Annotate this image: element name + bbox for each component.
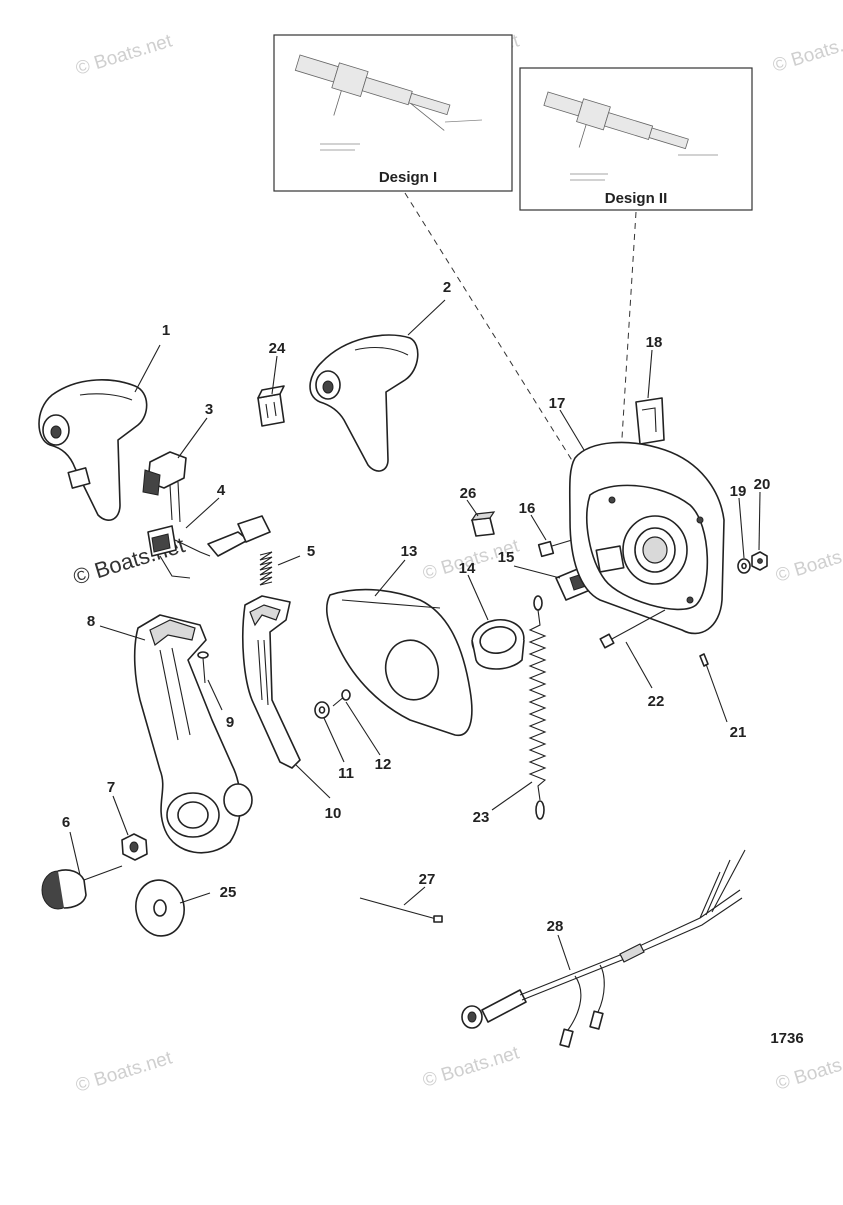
design-2-thumbnail: [543, 91, 689, 150]
inset-design-1: Design I: [273, 34, 513, 192]
figure-id: 1736: [770, 1030, 803, 1047]
callout-5: 5: [307, 543, 315, 560]
cover-icon: [325, 588, 473, 737]
callout-27: 27: [419, 871, 436, 888]
washer-icon: [314, 701, 330, 719]
callout-13: 13: [401, 543, 418, 560]
housing-icon: [568, 441, 725, 635]
lever-icon: [241, 595, 301, 769]
design-2-label: Design II: [605, 190, 668, 207]
handle-right-icon: [309, 334, 419, 472]
callout-7: 7: [107, 779, 115, 796]
callout-25: 25: [220, 884, 237, 901]
callout-2: 2: [443, 279, 451, 296]
washer-icon: [737, 558, 751, 574]
callout-3: 3: [205, 401, 213, 418]
washer-icon: [135, 879, 185, 937]
bushing-icon: [471, 618, 525, 670]
callout-1: 1: [162, 322, 170, 339]
callout-22: 22: [648, 693, 665, 710]
callout-11: 11: [338, 765, 354, 782]
nut-icon: [751, 551, 768, 571]
callout-14: 14: [459, 560, 476, 577]
design-1-reference-line: [404, 192, 579, 471]
callout-10: 10: [325, 805, 342, 822]
screw-icon: [332, 689, 351, 707]
cable-tie-icon: [359, 897, 443, 923]
callout-28: 28: [547, 918, 564, 935]
design-1-legend-lines: [320, 119, 483, 151]
watermark-bottom-right: © Boats.net: [773, 1045, 843, 1094]
callout-numbers: 1 2 3 4 5 6 7 8 9 10 11 12 13 14 15 16 1…: [62, 279, 771, 935]
callout-17: 17: [549, 395, 566, 412]
knob-icon: [41, 865, 123, 910]
design-1-label: Design I: [379, 169, 437, 186]
callout-9: 9: [226, 714, 234, 731]
callout-4: 4: [217, 482, 226, 499]
watermark-bottom-left: © Boats.net: [73, 1047, 175, 1096]
spring-icon: [259, 551, 273, 586]
design-2-reference-line: [621, 211, 637, 439]
callout-18: 18: [646, 334, 663, 351]
screw-icon: [197, 651, 209, 684]
callout-23: 23: [473, 809, 490, 826]
callout-16: 16: [519, 500, 536, 517]
callout-20: 20: [754, 476, 771, 493]
watermark-bottom-center: © Boats.net: [420, 1042, 522, 1091]
watermark-top-right: © Boats.net: [770, 27, 843, 76]
callout-15: 15: [498, 549, 515, 566]
pin-icon: [699, 653, 709, 667]
callout-21: 21: [730, 724, 747, 741]
connector-icon: [147, 515, 271, 579]
callout-19: 19: [730, 483, 747, 500]
callout-12: 12: [375, 756, 392, 773]
pad-icon: [470, 511, 496, 537]
bolt-icon: [537, 539, 573, 558]
callout-26: 26: [460, 485, 477, 502]
inset-design-2: Design II: [519, 67, 753, 211]
callout-6: 6: [62, 814, 70, 831]
design-1-thumbnail: [294, 54, 451, 131]
bolt-icon: [599, 609, 666, 649]
nut-icon: [121, 833, 148, 861]
design-2-legend-lines: [570, 154, 718, 181]
bracket-icon: [635, 397, 665, 445]
switch-icon: [142, 451, 187, 523]
clip-icon: [257, 385, 285, 427]
lanyard-icon: [528, 595, 547, 820]
leader-lines: [69, 299, 761, 971]
callout-24: 24: [269, 340, 286, 357]
watermark-top-left: © Boats.net: [73, 30, 175, 79]
handle-left-icon: [38, 379, 148, 521]
watermark-mid-right: © Boats.net: [773, 537, 843, 586]
wire-harness-icon: [461, 849, 746, 1048]
lever-arm-icon: [133, 614, 253, 854]
callout-8: 8: [87, 613, 95, 630]
